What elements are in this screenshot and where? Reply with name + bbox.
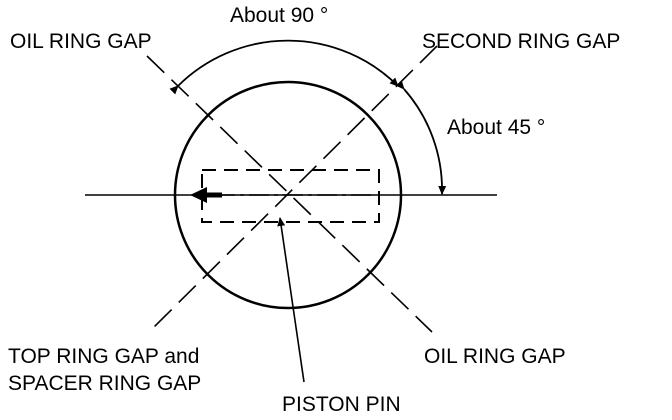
label-about-90: About 90 ° (230, 4, 328, 27)
diagonal-line-second-top-ring-gaps (149, 45, 438, 332)
label-second-ring-gap: SECOND RING GAP (422, 30, 620, 53)
piston-pin-leader-line (277, 217, 305, 383)
top-ring-gap-arrow-head (190, 187, 207, 203)
about-90-arc (169, 39, 399, 95)
piston-pin-outline (201, 169, 380, 223)
label-about-45: About 45 ° (447, 116, 545, 139)
about-45-arc (395, 80, 447, 195)
label-oil-ring-gap-top: OIL RING GAP (10, 30, 152, 53)
label-top-ring-gap-line1: TOP RING GAP and (8, 345, 199, 368)
label-top-ring-gap-line2: SPACER RING GAP (8, 372, 201, 395)
label-oil-ring-gap-bottom: OIL RING GAP (424, 345, 566, 368)
label-piston-pin: PISTON PIN (282, 393, 401, 416)
